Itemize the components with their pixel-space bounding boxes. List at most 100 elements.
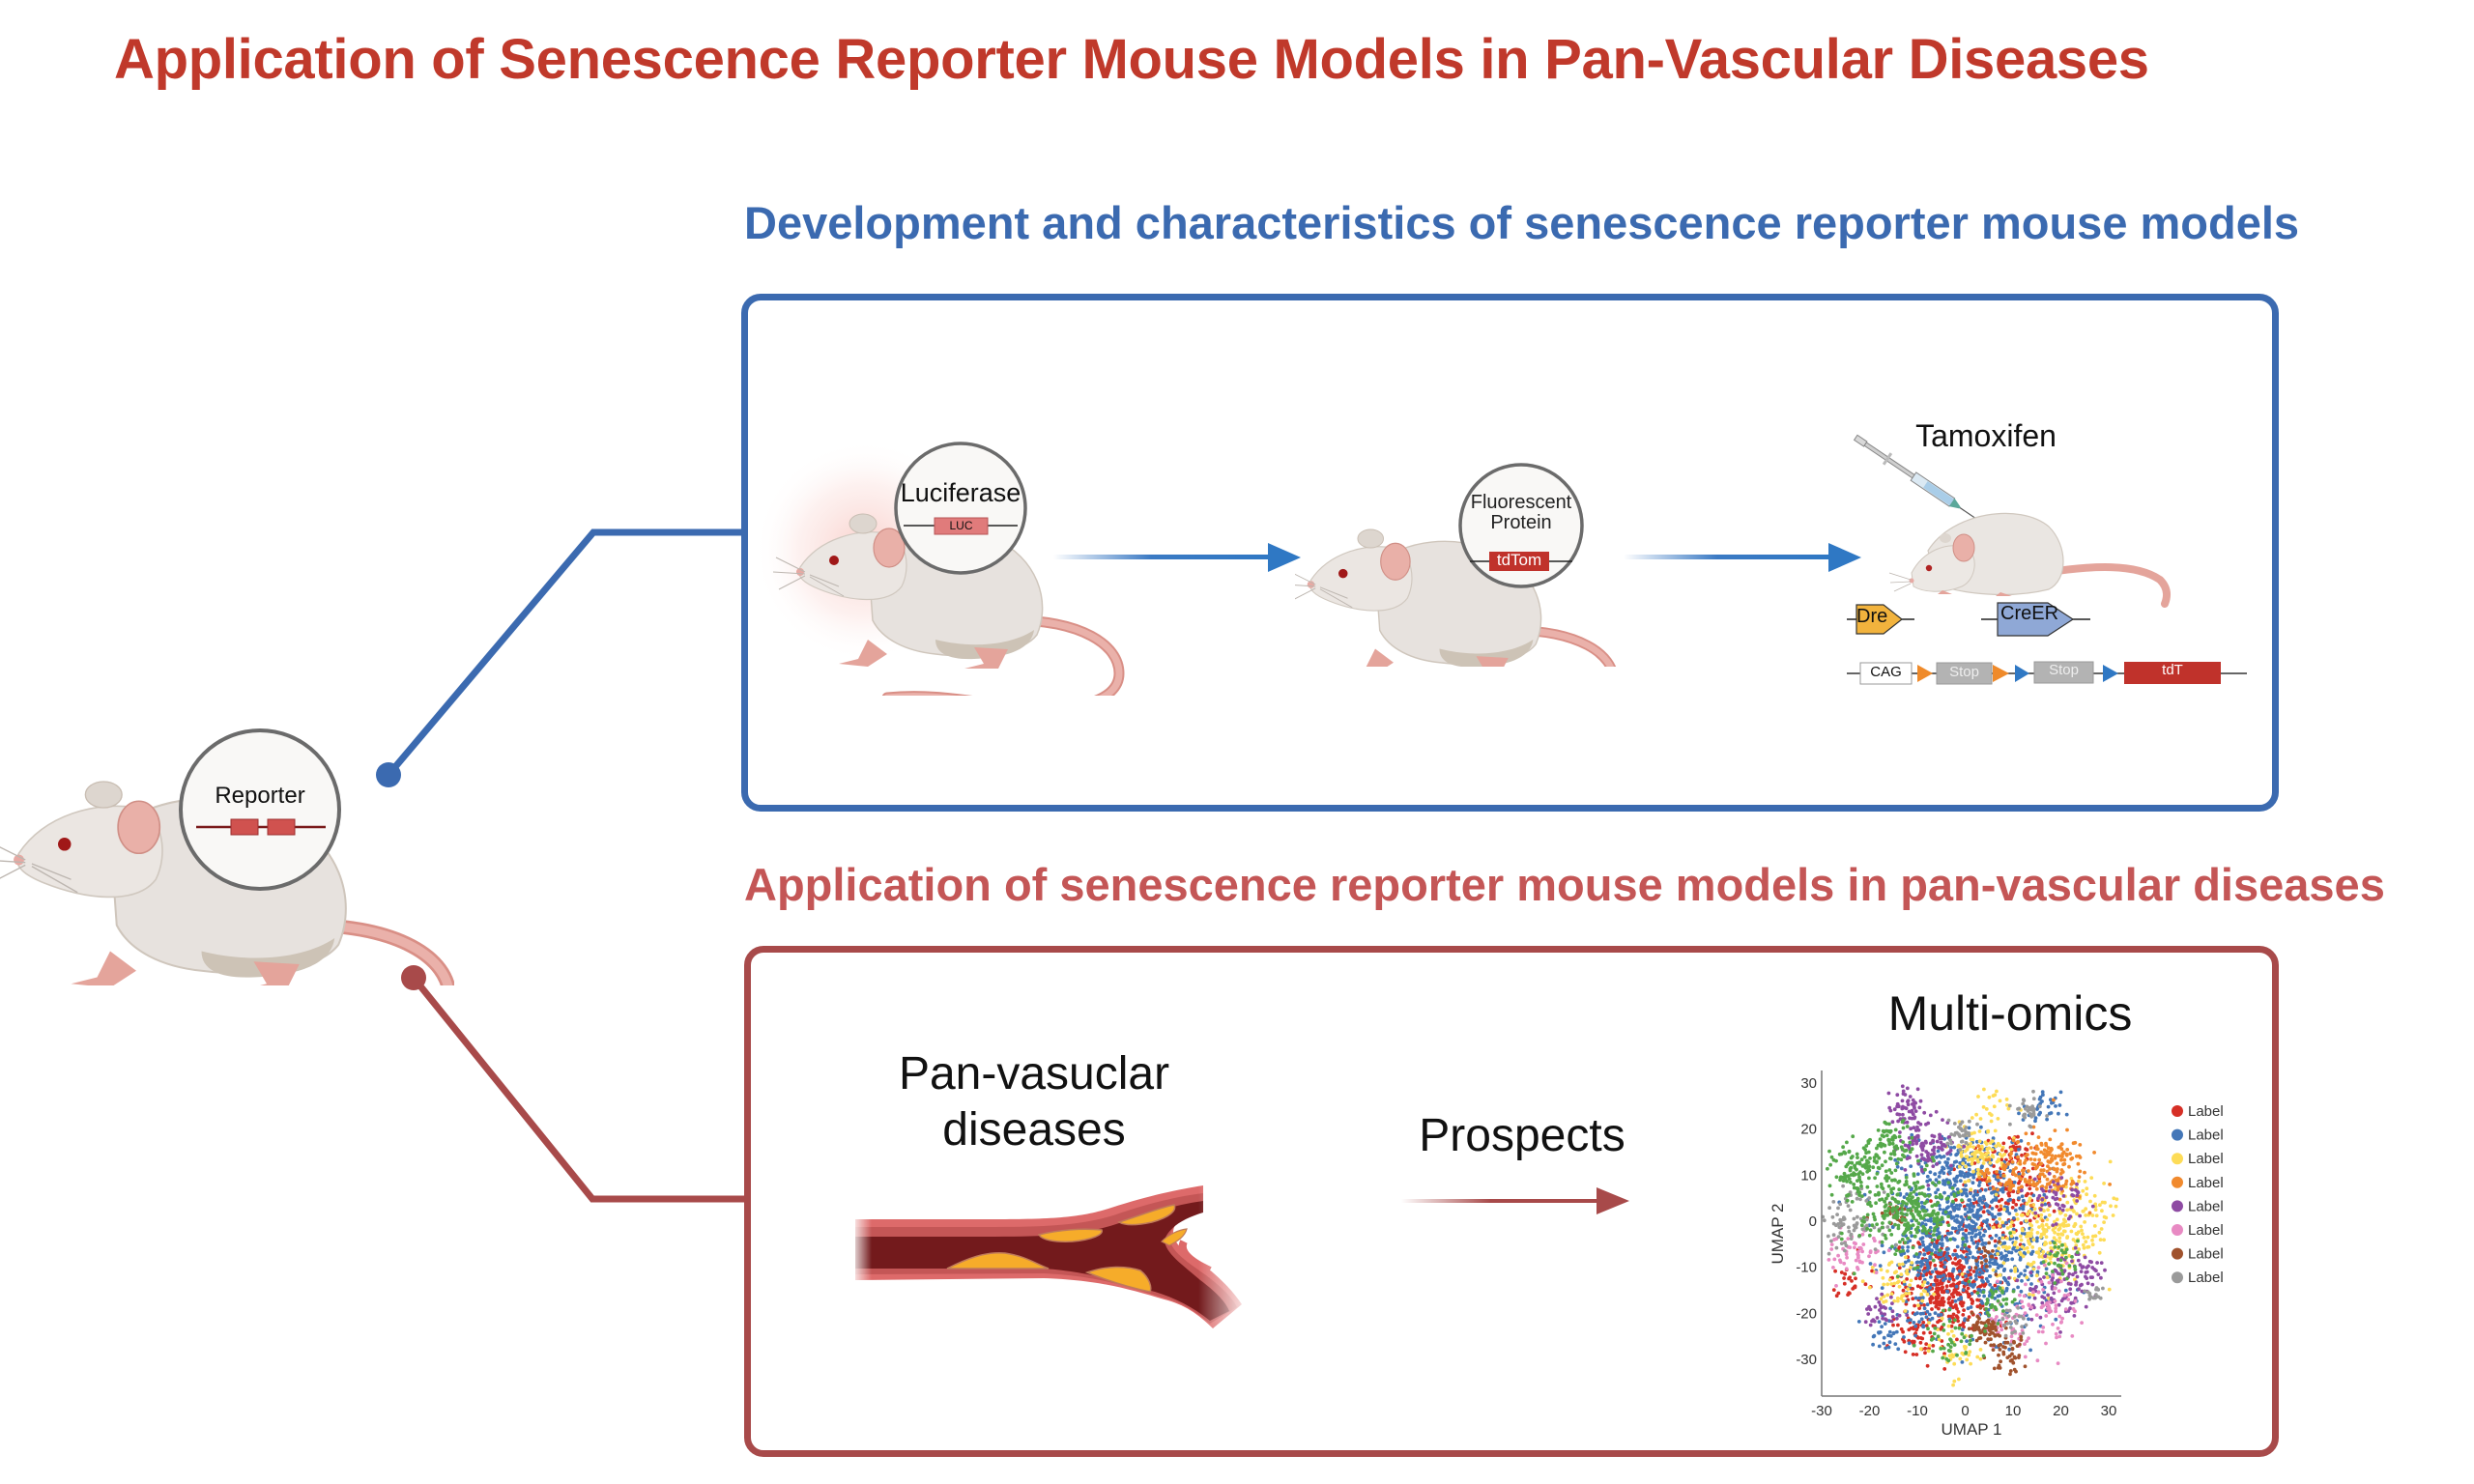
scatter-point bbox=[1895, 1214, 1900, 1218]
scatter-point bbox=[1996, 1279, 1999, 1284]
scatter-point bbox=[1954, 1218, 1959, 1222]
scatter-point bbox=[2019, 1334, 2024, 1339]
scatter-point bbox=[1890, 1301, 1894, 1305]
scatter-point bbox=[1991, 1292, 1996, 1296]
scatter-point bbox=[2068, 1214, 2073, 1218]
scatter-point bbox=[2034, 1313, 2039, 1317]
scatter-point bbox=[1999, 1148, 2004, 1153]
scatter-point bbox=[2047, 1280, 2052, 1285]
scatter-point bbox=[1866, 1167, 1871, 1172]
scatter-point bbox=[1990, 1303, 1995, 1307]
scatter-point bbox=[1951, 1333, 1956, 1338]
scatter-point bbox=[2057, 1314, 2062, 1319]
scatter-point bbox=[1975, 1241, 1980, 1246]
scatter-point bbox=[1858, 1180, 1863, 1184]
scatter-point bbox=[2057, 1103, 2062, 1107]
scatter-point bbox=[2001, 1163, 2006, 1167]
scatter-point bbox=[2064, 1261, 2069, 1266]
scatter-point bbox=[1911, 1353, 1915, 1356]
scatter-point bbox=[1979, 1144, 1984, 1149]
scatter-point bbox=[1921, 1324, 1926, 1328]
scatter-point bbox=[1873, 1263, 1877, 1268]
scatter-point bbox=[1848, 1208, 1853, 1213]
scatter-point bbox=[1926, 1184, 1931, 1187]
scatter-point bbox=[2041, 1168, 2046, 1173]
scatter-point bbox=[2075, 1212, 2079, 1216]
scatter-point bbox=[1898, 1240, 1902, 1244]
scatter-point bbox=[1934, 1109, 1939, 1114]
scatter-point bbox=[1958, 1122, 1963, 1127]
scatter-point bbox=[1998, 1294, 2002, 1298]
scatter-point bbox=[1976, 1095, 1980, 1099]
scatter-point bbox=[1922, 1280, 1927, 1284]
scatter-point bbox=[2021, 1198, 2026, 1203]
scatter-point bbox=[1832, 1257, 1837, 1262]
scatter-point bbox=[2059, 1157, 2063, 1162]
scatter-point bbox=[1966, 1210, 1971, 1214]
scatter-point bbox=[1861, 1242, 1866, 1246]
scatter-point bbox=[2056, 1167, 2059, 1171]
scatter-point bbox=[1932, 1282, 1936, 1287]
scatter-point bbox=[1921, 1242, 1926, 1247]
scatter-point bbox=[2029, 1223, 2034, 1228]
scatter-point bbox=[1899, 1166, 1904, 1171]
scatter-point bbox=[1903, 1223, 1907, 1227]
scatter-point bbox=[1865, 1158, 1869, 1163]
scatter-point bbox=[1906, 1319, 1910, 1323]
scatter-point bbox=[1895, 1296, 1900, 1300]
scatter-point bbox=[1893, 1157, 1898, 1162]
scatter-point bbox=[1953, 1318, 1957, 1323]
scatter-point bbox=[1992, 1174, 1997, 1178]
scatter-point bbox=[2111, 1213, 2115, 1217]
scatter-point bbox=[1831, 1200, 1836, 1204]
scatter-point bbox=[2026, 1239, 2030, 1242]
scatter-point bbox=[2058, 1172, 2063, 1176]
scatter-point bbox=[2064, 1223, 2069, 1228]
scatter-point bbox=[1998, 1143, 2002, 1148]
scatter-point bbox=[1901, 1140, 1906, 1144]
scatter-point bbox=[2011, 1227, 2016, 1232]
scatter-point bbox=[2034, 1165, 2039, 1170]
scatter-point bbox=[1923, 1167, 1927, 1172]
scatter-point bbox=[1937, 1175, 1942, 1179]
scatter-point bbox=[2056, 1232, 2060, 1237]
scatter-point bbox=[1857, 1234, 1862, 1238]
scatter-point bbox=[1989, 1119, 1994, 1124]
scatter-point bbox=[1937, 1306, 1941, 1311]
cag-element bbox=[1859, 662, 1913, 685]
scatter-point bbox=[1901, 1294, 1906, 1298]
y-tick-label: -20 bbox=[1796, 1305, 1817, 1322]
scatter-point bbox=[2005, 1322, 2010, 1326]
scatter-point bbox=[1880, 1325, 1884, 1328]
scatter-point bbox=[2070, 1259, 2074, 1264]
scatter-point bbox=[1879, 1182, 1884, 1186]
scatter-point bbox=[1828, 1162, 1832, 1167]
scatter-point bbox=[1963, 1213, 1968, 1216]
scatter-point bbox=[2084, 1274, 2087, 1279]
scatter-point bbox=[2058, 1330, 2062, 1334]
tdt-element bbox=[2124, 662, 2221, 684]
tdt-label: tdT bbox=[2162, 662, 2183, 678]
scatter-point bbox=[1905, 1202, 1909, 1206]
scatter-point bbox=[2085, 1266, 2089, 1270]
scatter-point bbox=[2032, 1296, 2037, 1300]
scatter-point bbox=[1966, 1270, 1971, 1274]
scatter-point bbox=[1913, 1234, 1917, 1239]
scatter-point bbox=[1988, 1260, 1992, 1265]
scatter-point bbox=[1912, 1174, 1916, 1178]
scatter-point bbox=[1946, 1165, 1951, 1170]
scatter-point bbox=[1884, 1133, 1889, 1138]
scatter-point bbox=[1882, 1250, 1886, 1255]
scatter-point bbox=[2024, 1218, 2028, 1223]
scatter-point bbox=[1942, 1278, 1945, 1282]
scatter-point bbox=[2029, 1262, 2034, 1267]
scatter-point bbox=[1921, 1273, 1926, 1278]
scatter-point bbox=[1829, 1247, 1834, 1251]
scatter-point bbox=[1981, 1161, 1986, 1165]
scatter-point bbox=[1999, 1280, 2002, 1285]
scatter-point bbox=[2041, 1288, 2045, 1292]
scatter-point bbox=[2002, 1167, 2007, 1172]
scatter-point bbox=[1917, 1306, 1921, 1310]
scatter-point bbox=[1885, 1293, 1890, 1298]
scatter-point bbox=[1892, 1107, 1897, 1112]
